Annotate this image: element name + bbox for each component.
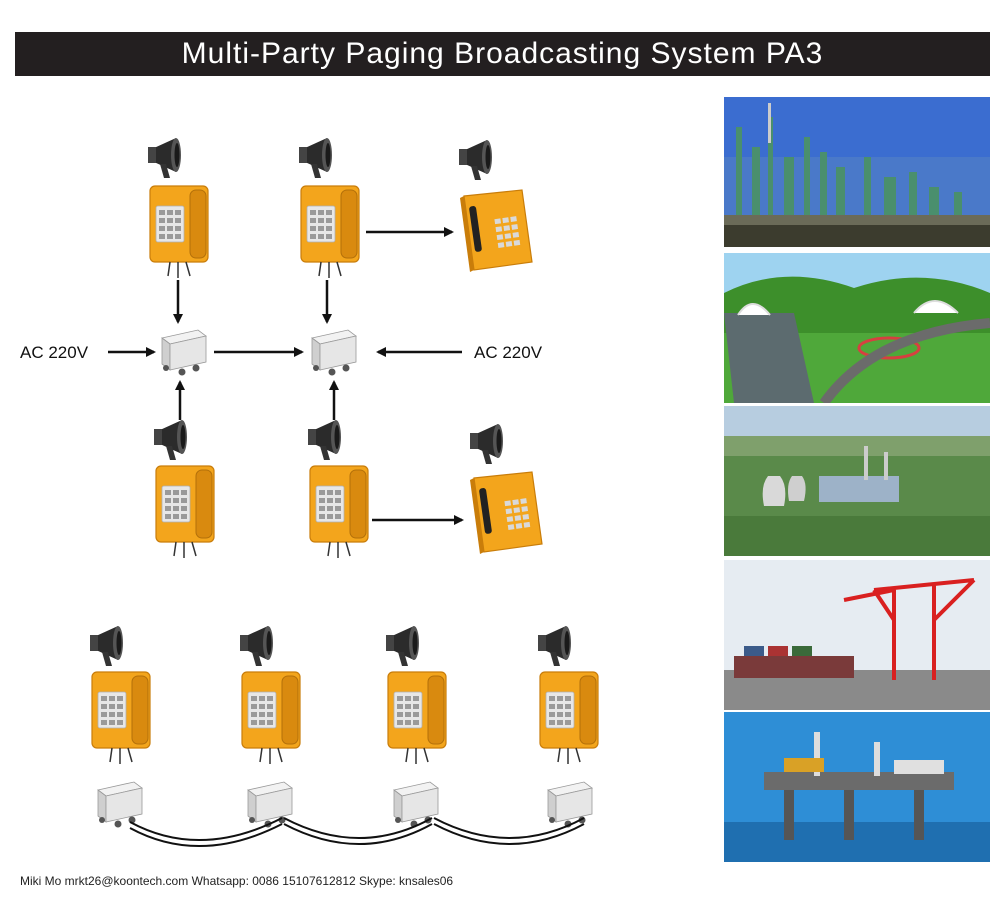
horn-speaker-icon [459, 140, 492, 180]
horn-speaker-icon [386, 626, 419, 666]
amplifier-box-icon [247, 781, 293, 828]
panel-phone-icon [469, 471, 543, 555]
daisy-chain-cables [129, 817, 585, 848]
horn-speaker-icon [538, 626, 571, 666]
power-plant-photo [724, 406, 990, 556]
horn-speaker-icon [299, 138, 332, 178]
horn-speaker-icon [470, 424, 503, 464]
amplifier-box-icon [97, 781, 143, 828]
horn-speaker-icon [240, 626, 273, 666]
contact-footer: Miki Mo mrkt26@koontech.com Whatsapp: 00… [20, 874, 454, 888]
wall-phone-icon [241, 671, 301, 765]
page-title: Multi-Party Paging Broadcasting System P… [15, 32, 990, 76]
power-label-right: AC 220V [474, 343, 543, 362]
wall-phone-icon [91, 671, 151, 765]
wall-phone-icon [539, 671, 599, 765]
panel-phone-icon [459, 189, 533, 273]
refinery-photo [724, 97, 990, 247]
horn-speaker-icon [90, 626, 123, 666]
offshore-rig-photo [724, 712, 990, 862]
wall-phone-icon [300, 185, 360, 279]
wall-phone-icon [387, 671, 447, 765]
highway-tunnel-photo [724, 253, 990, 403]
horn-speaker-icon [154, 420, 187, 460]
wall-phone-icon [149, 185, 209, 279]
amplifier-box-icon [311, 329, 357, 376]
wall-phone-icon [309, 465, 369, 559]
horn-speaker-icon [308, 420, 341, 460]
wall-phone-icon [155, 465, 215, 559]
horn-speaker-icon [148, 138, 181, 178]
amplifier-box-icon [547, 781, 593, 828]
port-crane-photo [724, 560, 990, 710]
power-label-left: AC 220V [20, 343, 89, 362]
amplifier-box-icon [161, 329, 207, 376]
amplifier-box-icon [393, 781, 439, 828]
